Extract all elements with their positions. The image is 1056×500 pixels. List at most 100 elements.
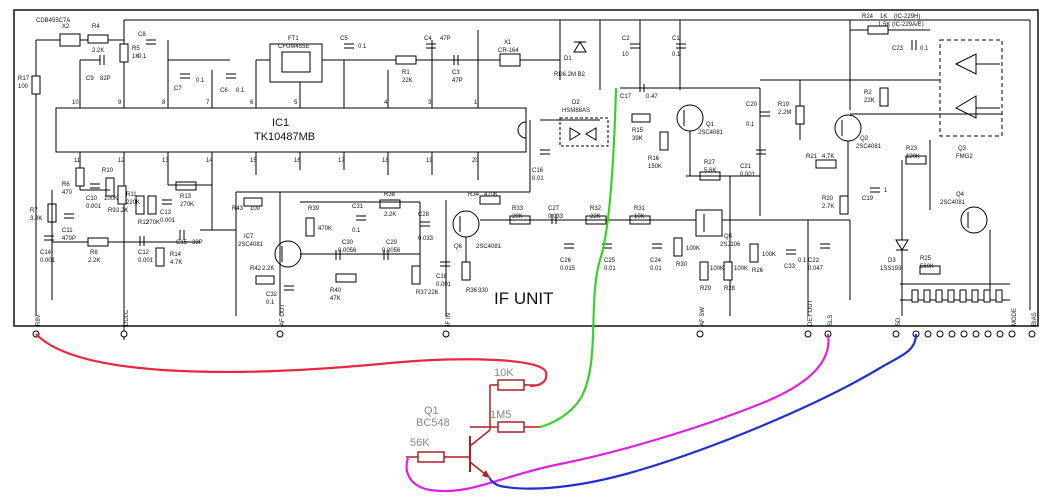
capacitor-c30: C30 0.0056: [335, 240, 357, 260]
svg-text:C29: C29: [386, 240, 398, 246]
right-wiring: [689, 79, 1010, 316]
svg-text:AF OUT: AF OUT: [280, 304, 286, 326]
svg-text:C23: C23: [892, 46, 904, 52]
mid-wiring: [51, 119, 851, 316]
svg-text:2.2K: 2.2K: [262, 266, 274, 272]
resistor-r29: R29 100K: [699, 261, 724, 292]
svg-text:C13: C13: [160, 210, 172, 216]
pin-label: 4: [384, 100, 388, 106]
svg-text:R7: R7: [30, 208, 38, 214]
svg-text:R25: R25: [920, 256, 932, 262]
svg-text:C17: C17: [620, 94, 632, 100]
resistor-r16: R16 150K: [648, 131, 669, 170]
crystal-x2: X2 CDB455C7A: [36, 18, 81, 47]
unit-title: IF UNIT: [494, 289, 554, 308]
resistor-r20: R20 2.7K: [822, 195, 849, 215]
svg-text:SD: SD: [896, 317, 902, 326]
svg-text:R15: R15: [632, 128, 644, 134]
capacitor-c1: C1 0.1: [672, 36, 686, 58]
svg-text:CDB455C7A: CDB455C7A: [36, 18, 70, 24]
svg-text:C22: C22: [808, 258, 820, 264]
svg-text:100K: 100K: [104, 196, 118, 202]
capacitor-c21: C21 0.001: [740, 149, 766, 178]
magenta-wire: [405, 333, 830, 493]
svg-text:0.033: 0.033: [418, 236, 434, 242]
added-q1-part: BC548: [416, 417, 450, 429]
capacitor-c24: C24 0.01: [650, 243, 662, 272]
svg-text:0.001: 0.001: [86, 204, 102, 210]
svg-text:560K: 560K: [920, 264, 934, 270]
svg-text:C16: C16: [532, 168, 544, 174]
svg-text:R21: R21: [806, 154, 818, 160]
resistor-r23: R23 120K: [905, 146, 927, 165]
svg-text:SLS: SLS: [828, 315, 834, 326]
svg-text:2.2K: 2.2K: [92, 48, 104, 54]
svg-text:R40: R40: [330, 288, 342, 294]
capacitor-c5: C5 0.1: [340, 36, 367, 50]
svg-text:FT1: FT1: [288, 36, 299, 42]
svg-text:100: 100: [18, 84, 29, 90]
capacitor-c8: C8 0.1: [138, 32, 156, 60]
svg-text:1SS193: 1SS193: [880, 266, 902, 272]
capacitor-c20: C20 0.1: [746, 102, 770, 128]
red-wire: [35, 333, 548, 388]
pin-label: 18: [382, 158, 389, 164]
svg-text:D2: D2: [572, 100, 580, 106]
svg-text:2SC4081: 2SC4081: [238, 242, 264, 248]
pin-label: 12: [118, 158, 125, 164]
svg-text:R33: R33: [512, 206, 524, 212]
capacitor-c11: C11 470P: [62, 213, 76, 242]
svg-text:2.2K: 2.2K: [88, 258, 100, 264]
svg-text:47P: 47P: [440, 36, 451, 42]
svg-text:R28: R28: [724, 286, 736, 292]
resistor-r43: R43 100: [232, 197, 263, 212]
svg-text:2SJ106: 2SJ106: [720, 242, 741, 248]
svg-text:R2: R2: [864, 90, 872, 96]
svg-text:3.3K: 3.3K: [30, 216, 42, 222]
resistor-r42: R42 2.2K: [250, 266, 275, 285]
pin-label: 20: [472, 158, 479, 164]
green-wire: [539, 87, 618, 429]
svg-text:0.47: 0.47: [646, 94, 658, 100]
svg-text:R30: R30: [676, 262, 688, 268]
svg-text:DDLC: DDLC: [124, 309, 130, 326]
resistor-r13: R13 270K: [175, 181, 197, 208]
svg-text:39K: 39K: [632, 136, 643, 142]
svg-text:0.1: 0.1: [266, 300, 275, 306]
capacitor-c32: C32 0.1: [266, 285, 294, 306]
svg-text:R14: R14: [170, 252, 182, 258]
svg-text:0.01: 0.01: [650, 266, 662, 272]
svg-text:0.1: 0.1: [196, 78, 205, 84]
svg-text:R9: R9: [108, 208, 116, 214]
pin-label: 19: [426, 158, 433, 164]
svg-text:0.001: 0.001: [436, 282, 452, 288]
svg-text:39K: 39K: [512, 214, 523, 220]
svg-text:R23: R23: [906, 146, 918, 152]
resistor-r15: R15 39K: [631, 113, 651, 142]
svg-text:(IC-229H): (IC-229H): [894, 14, 920, 20]
svg-text:100K: 100K: [710, 266, 724, 272]
svg-text:0.1: 0.1: [798, 258, 807, 264]
capacitor-c15: C15 33P: [176, 230, 203, 246]
svg-text:22K: 22K: [428, 290, 439, 296]
svg-text:0.033: 0.033: [548, 214, 564, 220]
resistor-r26: R26 100K: [749, 243, 776, 274]
resistor-r37: R37 22K: [411, 265, 439, 296]
transistor-q5: Q5 2SJ106: [695, 209, 741, 248]
capacitor-c29: C29 0.0056: [382, 240, 401, 260]
capacitor-c27: C27 0.033: [548, 206, 564, 224]
resistor-r1: R1 22K: [395, 55, 417, 84]
svg-text:0.1: 0.1: [358, 44, 367, 50]
svg-text:Q5: Q5: [724, 234, 733, 240]
svg-text:C26: C26: [560, 258, 572, 264]
pin-label: 1: [474, 100, 478, 106]
added-resistor-10k: 10K: [489, 367, 540, 398]
transistor-q1: Q1 2SC4081: [676, 104, 724, 136]
resistor-r30: R30 100K: [673, 237, 700, 268]
transistor-q4: Q4 2SC4081: [940, 192, 988, 234]
svg-text:C30: C30: [342, 240, 354, 246]
capacitor-c31: C31 0.1: [352, 204, 366, 234]
svg-text:IC7: IC7: [244, 234, 254, 240]
svg-text:22K: 22K: [864, 98, 875, 104]
svg-text:10K: 10K: [634, 214, 645, 220]
